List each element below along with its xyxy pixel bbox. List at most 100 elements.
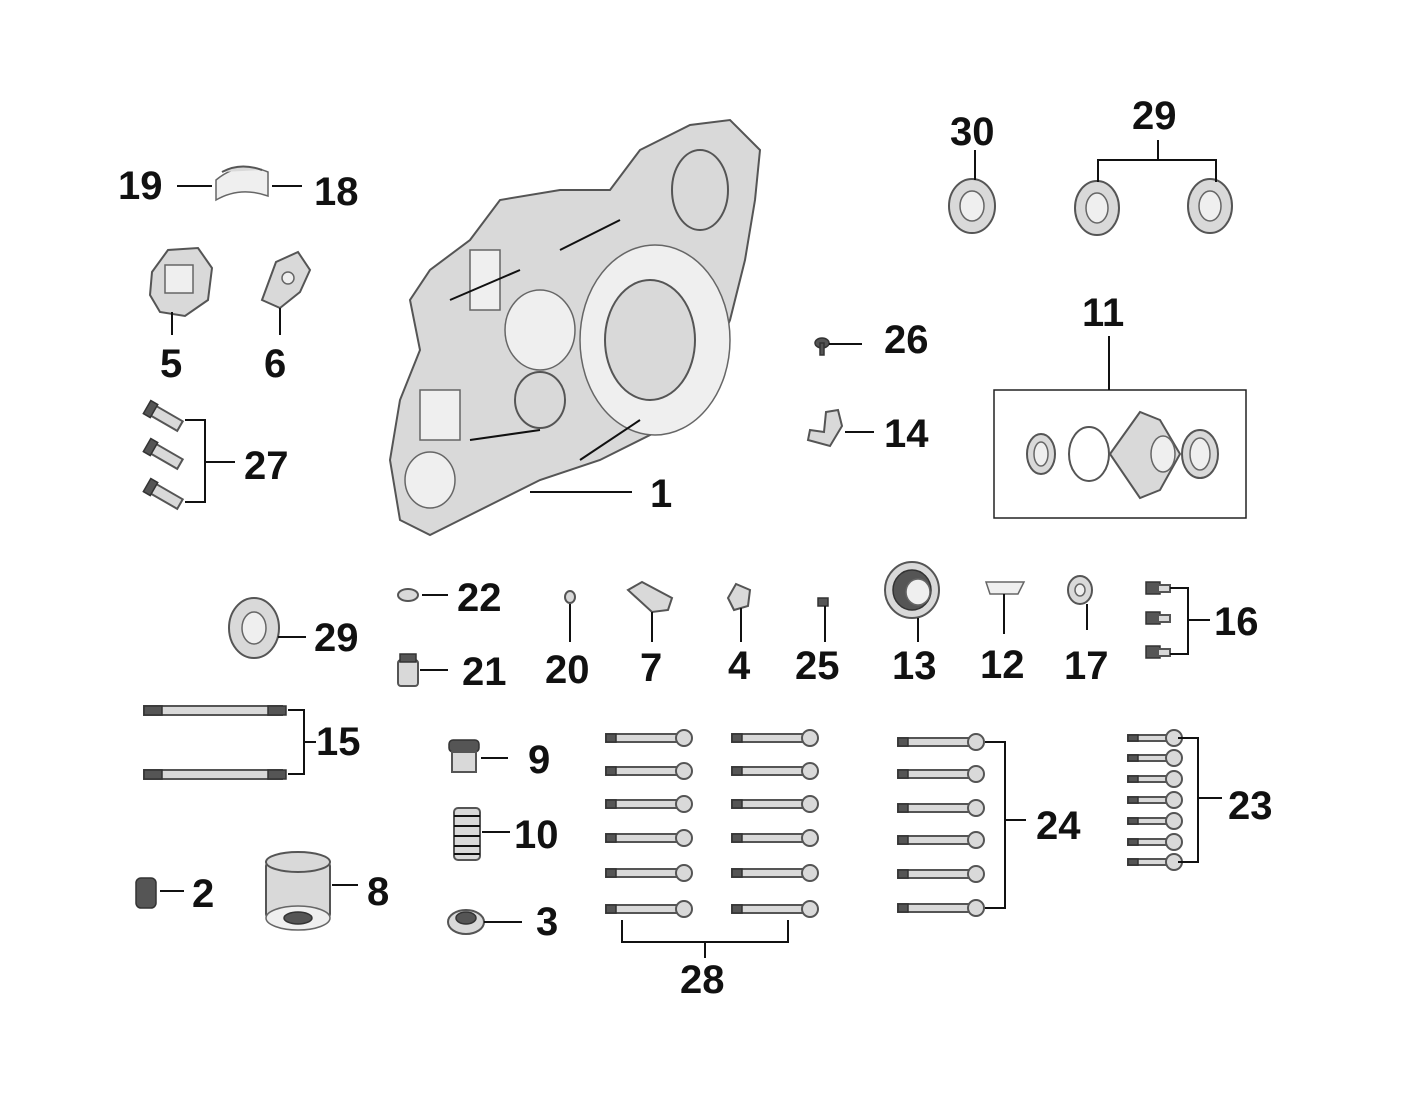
washer-icon xyxy=(1067,575,1093,605)
bolt-thread xyxy=(1127,775,1139,783)
callout-13: 13 xyxy=(892,644,937,688)
bolt-shaft xyxy=(897,803,975,813)
bolt-head xyxy=(801,729,819,747)
bolt-thread xyxy=(731,766,743,776)
bolt-shaft xyxy=(605,833,683,843)
callout-28: 28 xyxy=(680,958,725,1002)
bolt-head xyxy=(675,864,693,882)
callout-21: 21 xyxy=(462,650,507,694)
bolt-thread xyxy=(897,769,909,779)
screw-icon xyxy=(135,877,157,909)
bolt-shaft xyxy=(897,903,975,913)
callout-25: 25 xyxy=(795,644,840,688)
bolt-thread xyxy=(605,904,617,914)
bolt-thread xyxy=(897,903,909,913)
pin-icon xyxy=(817,597,829,607)
bolt-thread xyxy=(897,835,909,845)
bolt-shaft xyxy=(897,737,975,747)
bolt-shaft xyxy=(897,835,975,845)
bearing-icon xyxy=(948,178,1233,236)
bolt-icon xyxy=(1145,581,1171,659)
bolt-shaft xyxy=(731,904,809,914)
bolt-head xyxy=(801,900,819,918)
angle-bracket-icon xyxy=(806,408,844,448)
callout-10: 10 xyxy=(514,813,559,857)
callout-26: 26 xyxy=(884,318,929,362)
bolt-head xyxy=(967,899,985,917)
sensor-icon xyxy=(726,582,752,612)
bolt-shaft xyxy=(897,869,975,879)
bolt-thread xyxy=(731,868,743,878)
bolt-head xyxy=(675,900,693,918)
bolt-shaft xyxy=(605,868,683,878)
callout-11: 11 xyxy=(1082,291,1125,335)
bolt-thread xyxy=(605,733,617,743)
washer-icon xyxy=(397,588,419,602)
bolt-thread xyxy=(897,869,909,879)
bolt-head xyxy=(675,795,693,813)
crankcase-icon xyxy=(388,118,762,537)
bolt-thread xyxy=(605,868,617,878)
bolt-head xyxy=(1165,749,1183,767)
bolt-shaft xyxy=(731,733,809,743)
bolt-thread xyxy=(1127,858,1139,866)
callout-6: 6 xyxy=(264,342,287,386)
callout-1: 1 xyxy=(650,472,673,516)
bolt-head xyxy=(801,829,819,847)
callout-19: 19 xyxy=(118,164,163,208)
bolt-icon xyxy=(1127,729,1183,871)
callout-12: 12 xyxy=(980,643,1025,687)
callout-29-top: 29 xyxy=(1132,94,1177,138)
bolt-head xyxy=(801,795,819,813)
bolt-head xyxy=(967,733,985,751)
bolt-head xyxy=(1165,770,1183,788)
bolt-head xyxy=(801,864,819,882)
bolt-thread xyxy=(1127,734,1139,742)
callout-5: 5 xyxy=(160,342,183,386)
bolt-shaft xyxy=(605,733,683,743)
callout-29-left: 29 xyxy=(314,616,359,660)
bolt-head xyxy=(675,762,693,780)
callout-15: 15 xyxy=(316,720,361,764)
seal-housing-group-box xyxy=(993,389,1247,519)
bolt-thread xyxy=(1127,754,1139,762)
callout-9: 9 xyxy=(528,738,551,782)
bolt-head xyxy=(1165,791,1183,809)
callout-7: 7 xyxy=(640,646,663,690)
stud-icon xyxy=(143,705,287,780)
bolt-shaft xyxy=(731,799,809,809)
bolt-icon xyxy=(605,729,819,918)
bolt-shaft xyxy=(605,766,683,776)
bolt-head xyxy=(675,729,693,747)
bolt-icon xyxy=(142,399,185,511)
callout-23: 23 xyxy=(1228,784,1273,828)
bolt-head xyxy=(1165,812,1183,830)
cover-plate-icon xyxy=(148,246,214,318)
seal-housing-icon xyxy=(1026,410,1219,500)
callout-14: 14 xyxy=(884,412,929,456)
bracket-icon xyxy=(260,250,312,310)
bolt-thread xyxy=(1127,838,1139,846)
bolt-head xyxy=(967,765,985,783)
callout-8: 8 xyxy=(367,870,390,914)
plug-icon xyxy=(448,739,480,773)
key-icon xyxy=(984,581,1026,595)
bolt-head xyxy=(967,799,985,817)
bolt-shaft xyxy=(605,904,683,914)
bolt-shaft xyxy=(731,766,809,776)
cap-icon xyxy=(447,909,485,935)
cam-plate-icon xyxy=(626,580,674,614)
callout-20: 20 xyxy=(545,648,590,692)
callout-17: 17 xyxy=(1064,644,1109,688)
screw-icon xyxy=(814,337,830,356)
bolt-thread xyxy=(1127,817,1139,825)
callout-2: 2 xyxy=(192,872,215,916)
bolt-shaft xyxy=(897,769,975,779)
callout-27: 27 xyxy=(244,444,289,488)
callout-22: 22 xyxy=(457,576,502,620)
bolt-icon xyxy=(897,733,985,917)
bolt-shaft xyxy=(731,868,809,878)
bolt-head xyxy=(967,831,985,849)
